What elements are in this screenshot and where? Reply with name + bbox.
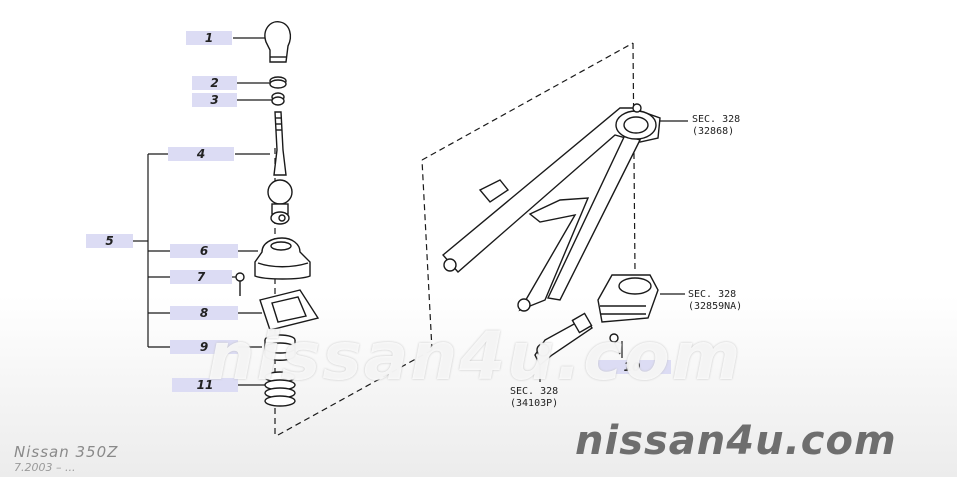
section-ref-line: SEC. 328 [692,114,741,125]
callout-2: 2 [192,76,237,90]
universal-joint [534,312,593,367]
callout-8: 8 [170,306,238,320]
bolt [235,272,245,296]
model-name: Nissan 350Z [14,443,119,461]
ring [269,76,287,89]
shift-boot [254,237,311,280]
callout-9: 9 [170,340,238,354]
section-ref-34103p: SEC. 328 (34103P) [510,386,558,410]
cover-plate [259,289,320,331]
rod-bolt [609,333,621,355]
watermark-logo: nissan4u.com [575,418,897,464]
section-ref-code: (32868) [692,126,735,137]
clip [271,92,285,106]
callout-6: 6 [170,244,238,258]
callout-10: 10 [593,360,671,374]
section-ref-code: (32859NA) [688,301,743,312]
dashed-assembly-line [274,42,636,436]
callout-4: 4 [168,147,234,161]
callout-7: 7 [170,270,232,284]
leader-lines [232,37,688,386]
group-bracket [133,153,170,348]
callout-1: 1 [186,31,232,45]
shift-knob [264,21,292,63]
section-ref-32859na: SEC. 328 (32859NA) [688,289,742,313]
callout-3: 3 [192,93,237,107]
section-ref-line: SEC. 328 [688,289,737,300]
callout-11: 11 [172,378,238,392]
callout-5: 5 [86,234,133,248]
shift-lever [267,111,293,225]
production-date: 7.2003 – ... [14,461,76,474]
section-ref-32868: SEC. 328 (32868) [692,114,740,138]
section-ref-code: (34103P) [510,398,559,409]
section-ref-line: SEC. 328 [510,386,559,397]
control-rod-assembly [441,103,661,312]
bushing [264,334,296,361]
rod-bracket-housing [597,274,659,323]
spring [264,371,296,407]
